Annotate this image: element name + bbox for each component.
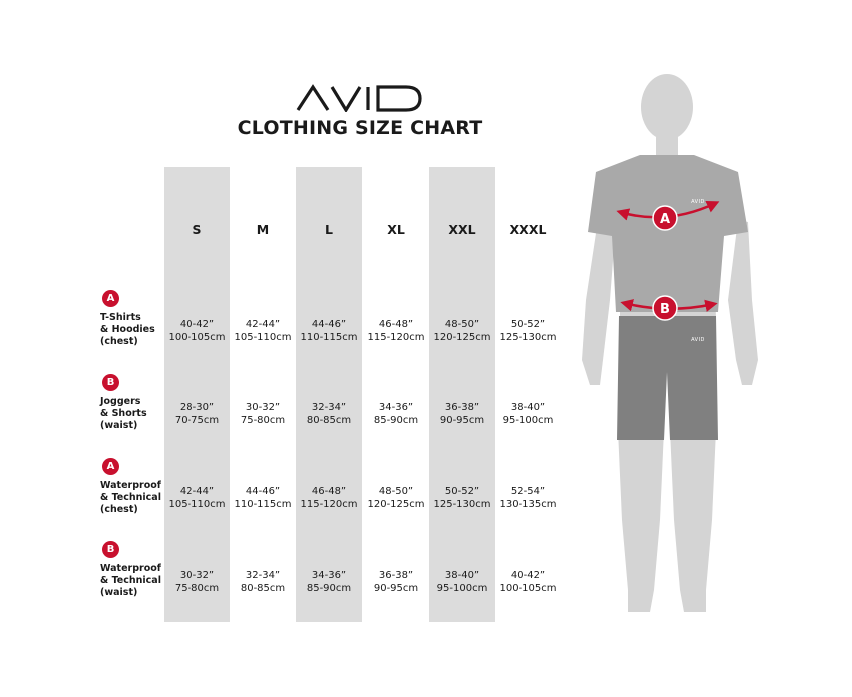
shirt-shape bbox=[588, 155, 748, 312]
size-cell: 48-50”120-125cm bbox=[367, 486, 425, 510]
badge-b: B bbox=[102, 374, 119, 391]
size-cell: 50-52”125-130cm bbox=[433, 486, 491, 510]
body-silhouette bbox=[582, 74, 758, 612]
column-band-l bbox=[296, 167, 362, 622]
page-title: CLOTHING SIZE CHART bbox=[237, 117, 483, 139]
size-header-m: M bbox=[256, 222, 270, 237]
size-cell: 34-36”85-90cm bbox=[306, 570, 352, 594]
size-header-l: L bbox=[325, 222, 333, 237]
row-label-tshirts: A T-Shirts & Hoodies (chest) bbox=[100, 290, 164, 348]
size-cell: 32-34”80-85cm bbox=[240, 570, 286, 594]
size-cell: 34-36”85-90cm bbox=[373, 402, 419, 426]
size-cell: 30-32”75-80cm bbox=[240, 402, 286, 426]
size-cell: 32-34”80-85cm bbox=[306, 402, 352, 426]
size-header-xxxl: XXXL bbox=[509, 222, 547, 237]
size-header-s: S bbox=[192, 222, 202, 237]
size-cell: 42-44”105-110cm bbox=[168, 486, 226, 510]
row-label-text: Waterproof & Technical (waist) bbox=[100, 563, 161, 598]
marker-a: A bbox=[660, 212, 670, 227]
size-cell: 38-40”95-100cm bbox=[436, 570, 488, 594]
size-cell: 28-30”70-75cm bbox=[174, 402, 220, 426]
row-label-joggers: B Joggers & Shorts (waist) bbox=[100, 374, 164, 432]
badge-b: B bbox=[102, 541, 119, 558]
size-cell: 44-46”110-115cm bbox=[234, 486, 292, 510]
size-cell: 46-48”115-120cm bbox=[300, 486, 358, 510]
column-band-xxl bbox=[429, 167, 495, 622]
row-label-text: Waterproof & Technical (chest) bbox=[100, 480, 161, 515]
column-band-s bbox=[164, 167, 230, 622]
badge-a: A bbox=[102, 458, 119, 475]
shirt-logo: AVID bbox=[691, 199, 705, 205]
size-cell: 46-48”115-120cm bbox=[367, 319, 425, 343]
row-label-text: T-Shirts & Hoodies (chest) bbox=[100, 312, 155, 347]
row-label-waterproof-waist: B Waterproof & Technical (waist) bbox=[100, 541, 164, 599]
mannequin-illustration: A B AVID AVID bbox=[582, 74, 758, 612]
marker-b: B bbox=[660, 302, 670, 317]
size-cell: 38-40”95-100cm bbox=[502, 402, 554, 426]
size-header-xl: XL bbox=[387, 222, 405, 237]
size-cell: 40-42”100-105cm bbox=[168, 319, 226, 343]
size-cell: 40-42”100-105cm bbox=[499, 570, 557, 594]
size-cell: 36-38”90-95cm bbox=[439, 402, 485, 426]
shorts-logo: AVID bbox=[691, 337, 705, 343]
size-header-xxl: XXL bbox=[448, 222, 476, 237]
size-cell: 52-54”130-135cm bbox=[499, 486, 557, 510]
avid-logo bbox=[296, 84, 422, 112]
row-label-text: Joggers & Shorts (waist) bbox=[100, 396, 147, 431]
size-cell: 36-38”90-95cm bbox=[373, 570, 419, 594]
size-cell: 48-50”120-125cm bbox=[433, 319, 491, 343]
shorts-shape bbox=[617, 316, 718, 440]
size-cell: 50-52”125-130cm bbox=[499, 319, 557, 343]
badge-a: A bbox=[102, 290, 119, 307]
size-cell: 44-46”110-115cm bbox=[300, 319, 358, 343]
size-cell: 42-44”105-110cm bbox=[234, 319, 292, 343]
size-cell: 30-32”75-80cm bbox=[174, 570, 220, 594]
row-label-waterproof-chest: A Waterproof & Technical (chest) bbox=[100, 458, 164, 516]
